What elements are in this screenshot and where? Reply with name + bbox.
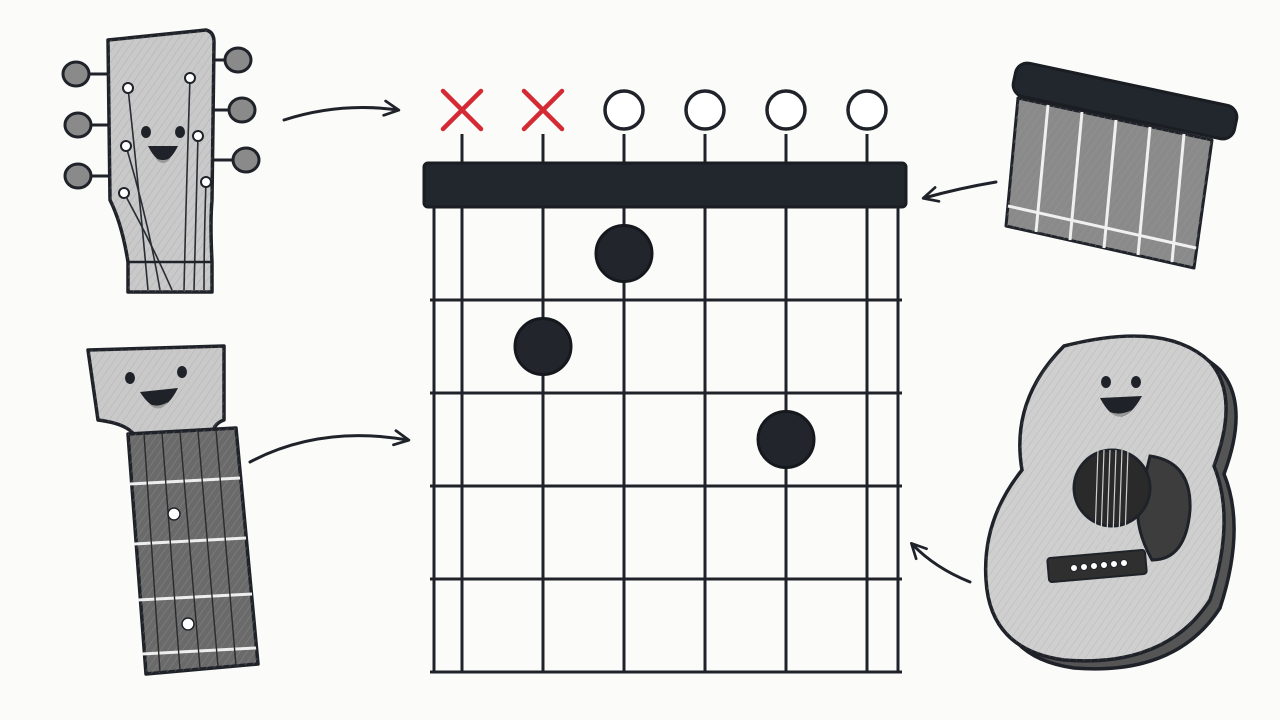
finger-dot bbox=[594, 224, 654, 283]
open-string-marker bbox=[846, 89, 888, 131]
tuning-pegs-right bbox=[208, 46, 261, 174]
muted-string-marker bbox=[521, 88, 565, 132]
neck-face bbox=[125, 366, 187, 409]
string-markers bbox=[440, 88, 888, 132]
nut bbox=[422, 161, 908, 209]
open-string-marker bbox=[684, 89, 726, 131]
body-strings bbox=[1093, 449, 1129, 567]
headstock-string-posts bbox=[118, 72, 212, 199]
string-stubs bbox=[460, 134, 869, 166]
guitar-headstock bbox=[61, 28, 261, 294]
bridge-pins bbox=[1070, 559, 1128, 572]
open-string-marker bbox=[603, 89, 645, 131]
guitar-body-face bbox=[1100, 376, 1142, 417]
guitar-neck-fretboard bbox=[86, 344, 260, 676]
open-string-marker bbox=[765, 89, 807, 131]
sound-hole bbox=[1072, 448, 1152, 528]
neck-strings bbox=[143, 429, 237, 673]
nut-bar bbox=[1011, 61, 1239, 141]
arrow-headstock-to-markers bbox=[282, 99, 401, 122]
fret-lines bbox=[430, 298, 902, 674]
string-lines bbox=[432, 207, 900, 672]
arrow-neck-to-grid bbox=[248, 429, 411, 464]
finger-dots bbox=[513, 224, 816, 469]
muted-string-marker bbox=[440, 88, 484, 132]
headstock-strings bbox=[123, 77, 207, 291]
chord-diagram bbox=[422, 88, 908, 674]
neck-inlays bbox=[167, 507, 195, 631]
guitar-nut bbox=[1004, 61, 1239, 270]
tuning-pegs-left bbox=[61, 60, 108, 190]
acoustic-guitar-body bbox=[983, 334, 1238, 671]
headstock-face bbox=[141, 126, 185, 163]
finger-dot bbox=[756, 410, 816, 469]
arrow-nut-to-nut bbox=[921, 180, 998, 203]
finger-dot bbox=[513, 317, 573, 376]
arrow-body-to-grid bbox=[910, 542, 972, 584]
